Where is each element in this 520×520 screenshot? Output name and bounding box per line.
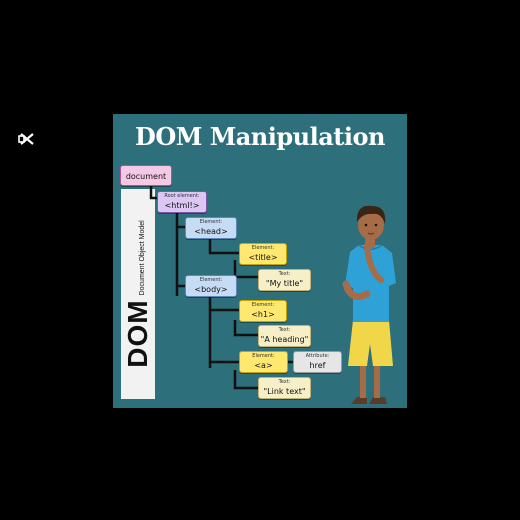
tree-connectors bbox=[149, 186, 293, 390]
node-title: Element: <title> bbox=[239, 243, 287, 265]
capcut-logo-icon bbox=[18, 131, 36, 147]
node-a-heading-text: Text: "A heading" bbox=[258, 325, 311, 347]
node-document: document bbox=[120, 165, 172, 186]
node-a: Element: <a> bbox=[239, 351, 288, 373]
node-html: Root element: <html!> bbox=[157, 191, 207, 213]
dom-side-label: DOM Document Object Model bbox=[121, 189, 155, 399]
node-body: Element: <body> bbox=[185, 275, 237, 297]
page-title: DOM Manipulation bbox=[135, 122, 385, 151]
node-head: Element: <head> bbox=[185, 217, 237, 239]
node-link-text: Text: "Link text" bbox=[258, 377, 311, 399]
node-h1: Element: <h1> bbox=[239, 300, 287, 322]
infographic-panel: DOM Manipulation DOM Document Object Mod… bbox=[113, 114, 407, 408]
node-my-title-text: Text: "My title" bbox=[258, 269, 311, 291]
node-href-attribute: Attribute: href bbox=[293, 351, 342, 373]
thinking-boy-illustration bbox=[342, 205, 396, 404]
